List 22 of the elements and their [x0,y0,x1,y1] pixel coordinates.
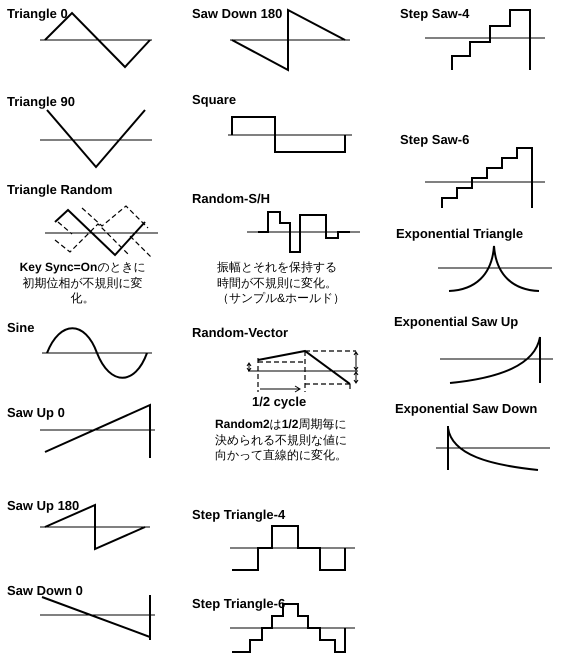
waveform-title: Triangle Random [7,182,112,198]
waveform-title: Step Triangle-6 [192,596,286,612]
waveform-title: Exponential Saw Down [395,401,538,417]
waveform-title: Exponential Saw Up [394,314,518,330]
waveform-title: Sine [7,320,34,336]
waveform-title: Saw Down 180 [192,6,282,22]
note-text: 振幅とそれを保持する時間が不規則に変化。（サンプル&ホールド） [217,260,346,306]
waveform-title: Square [192,92,236,108]
dimension-label: 1/2 cycle [252,394,306,410]
note-text: Key Sync=Onのときに初期位相が不規則に変化。 [18,260,146,306]
waveform-title: Random-Vector [192,325,288,341]
waveform-title: Step Saw-6 [400,132,470,148]
note-text: Random2は1/2周期毎に決められる不規則な値に向かって直線的に変化。 [215,417,348,464]
waveform-title: Saw Down 0 [7,583,83,599]
waveform-title: Saw Up 0 [7,405,65,421]
waveform-title: Step Triangle-4 [192,507,286,523]
waveform-title: Random-S/H [192,191,270,207]
waveform-title: Step Saw-4 [400,6,470,22]
waveform-title: Exponential Triangle [396,226,524,242]
waveform-title: Triangle 90 [7,94,75,110]
waveform-title: Saw Up 180 [7,498,80,514]
waveform-title: Triangle 0 [7,6,68,22]
